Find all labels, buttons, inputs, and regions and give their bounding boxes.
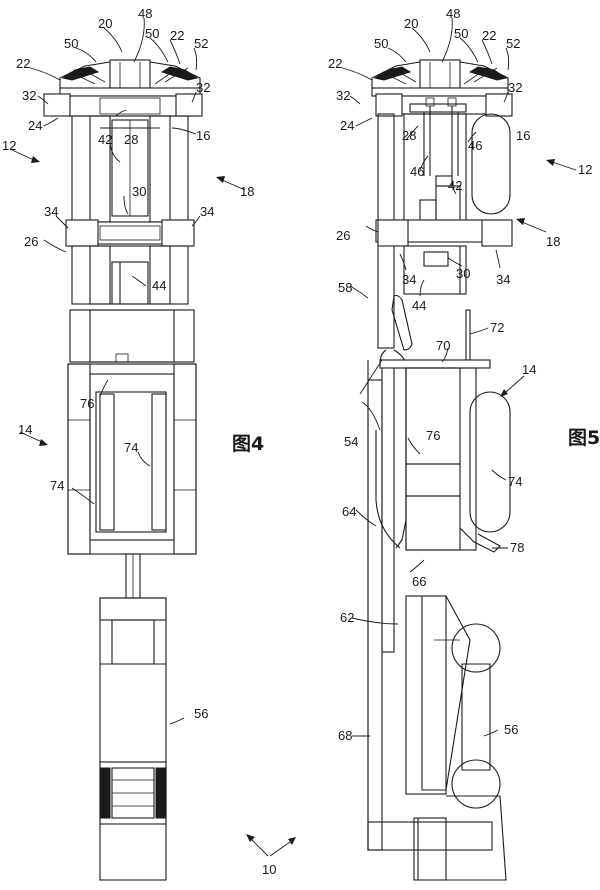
fig4-label-50-left: 50 <box>64 36 78 51</box>
fig5-label-28: 28 <box>402 128 416 143</box>
fig4-label-22-right: 22 <box>170 28 184 43</box>
fig4-label-24: 24 <box>28 118 42 133</box>
fig5-label-34-left: 34 <box>402 272 416 287</box>
fig4-label-76: 76 <box>80 396 94 411</box>
fig4-label-42: 42 <box>98 132 112 147</box>
figure-5: 20 48 50 50 22 22 52 32 32 24 28 46 46 1… <box>328 6 600 881</box>
fig5-label-22-right: 22 <box>482 28 496 43</box>
wheel-lower <box>451 759 501 809</box>
fig5-label-44: 44 <box>412 298 426 313</box>
fig5-label-16: 16 <box>516 128 530 143</box>
figure-4: 20 48 50 50 22 22 52 32 32 24 12 16 42 2… <box>2 6 296 881</box>
fig4-label-20: 20 <box>98 16 112 31</box>
side-block-32-left <box>43 93 71 117</box>
side-block-32-right <box>175 93 203 117</box>
fig4-label-26: 26 <box>24 234 38 249</box>
fig4-label-56: 56 <box>194 706 208 721</box>
fig5-label-26: 26 <box>336 228 350 243</box>
fig5-label-66: 66 <box>412 574 426 589</box>
fig5-label-70: 70 <box>436 338 450 353</box>
fig5-label-68: 68 <box>338 728 352 743</box>
fig4-label-14: 14 <box>18 422 32 437</box>
fig5-label-18: 18 <box>546 234 560 249</box>
wheel-upper <box>451 623 501 673</box>
fig5-label-32-left: 32 <box>336 88 350 103</box>
fig4-label-12: 12 <box>2 138 16 153</box>
fig4-label-28: 28 <box>124 132 138 147</box>
fig5-label-12: 12 <box>578 162 592 177</box>
fig4-label-74-left: 74 <box>50 478 64 493</box>
fig5-label-24: 24 <box>340 118 354 133</box>
fig5-label-72: 72 <box>490 320 504 335</box>
fig5-label-54: 54 <box>344 434 358 449</box>
fig4-label-10: 10 <box>262 862 276 877</box>
fig4-caption: 图4 <box>232 433 264 455</box>
fig4-label-16: 16 <box>196 128 210 143</box>
fig4-label-34-left: 34 <box>44 204 58 219</box>
fig5-label-62: 62 <box>340 610 354 625</box>
fig5-label-76: 76 <box>426 428 440 443</box>
fig5-label-20: 20 <box>404 16 418 31</box>
fig5-label-48: 48 <box>446 6 460 21</box>
fig5-label-32-right: 32 <box>508 80 522 95</box>
fig5-label-22-left: 22 <box>328 56 342 71</box>
fig5-label-14: 14 <box>522 362 536 377</box>
crawler-74 <box>469 391 511 533</box>
fig5-label-74: 74 <box>508 474 522 489</box>
cutter-head <box>371 59 509 97</box>
fig4-label-22-left: 22 <box>16 56 30 71</box>
fig4-label-48: 48 <box>138 6 152 21</box>
fig4-label-18: 18 <box>240 184 254 199</box>
cutter-head <box>59 59 201 97</box>
fig5-label-42: 42 <box>448 178 462 193</box>
fig4-label-32-right: 32 <box>196 80 210 95</box>
fig5-label-78: 78 <box>510 540 524 555</box>
fig4-label-50-right: 50 <box>145 26 159 41</box>
fig4-label-34-right: 34 <box>200 204 214 219</box>
fig5-label-52: 52 <box>506 36 520 51</box>
fig5-label-56: 56 <box>504 722 518 737</box>
fig4-label-44: 44 <box>152 278 166 293</box>
fig5-caption: 图5 <box>568 427 600 449</box>
fig4-label-74-right: 74 <box>124 440 138 455</box>
fig5-label-50-left: 50 <box>374 36 388 51</box>
fig5-label-30: 30 <box>456 266 470 281</box>
fig5-label-46-right: 46 <box>468 138 482 153</box>
fig4-label-30: 30 <box>132 184 146 199</box>
upper-hoop-16 <box>471 113 511 215</box>
fig5-label-50-right: 50 <box>454 26 468 41</box>
fig5-label-58: 58 <box>338 280 352 295</box>
fig4-label-32-left: 32 <box>22 88 36 103</box>
fig4-label-52: 52 <box>194 36 208 51</box>
fig5-label-34-right: 34 <box>496 272 510 287</box>
fig5-label-46-left: 46 <box>410 164 424 179</box>
fig5-label-64: 64 <box>342 504 356 519</box>
